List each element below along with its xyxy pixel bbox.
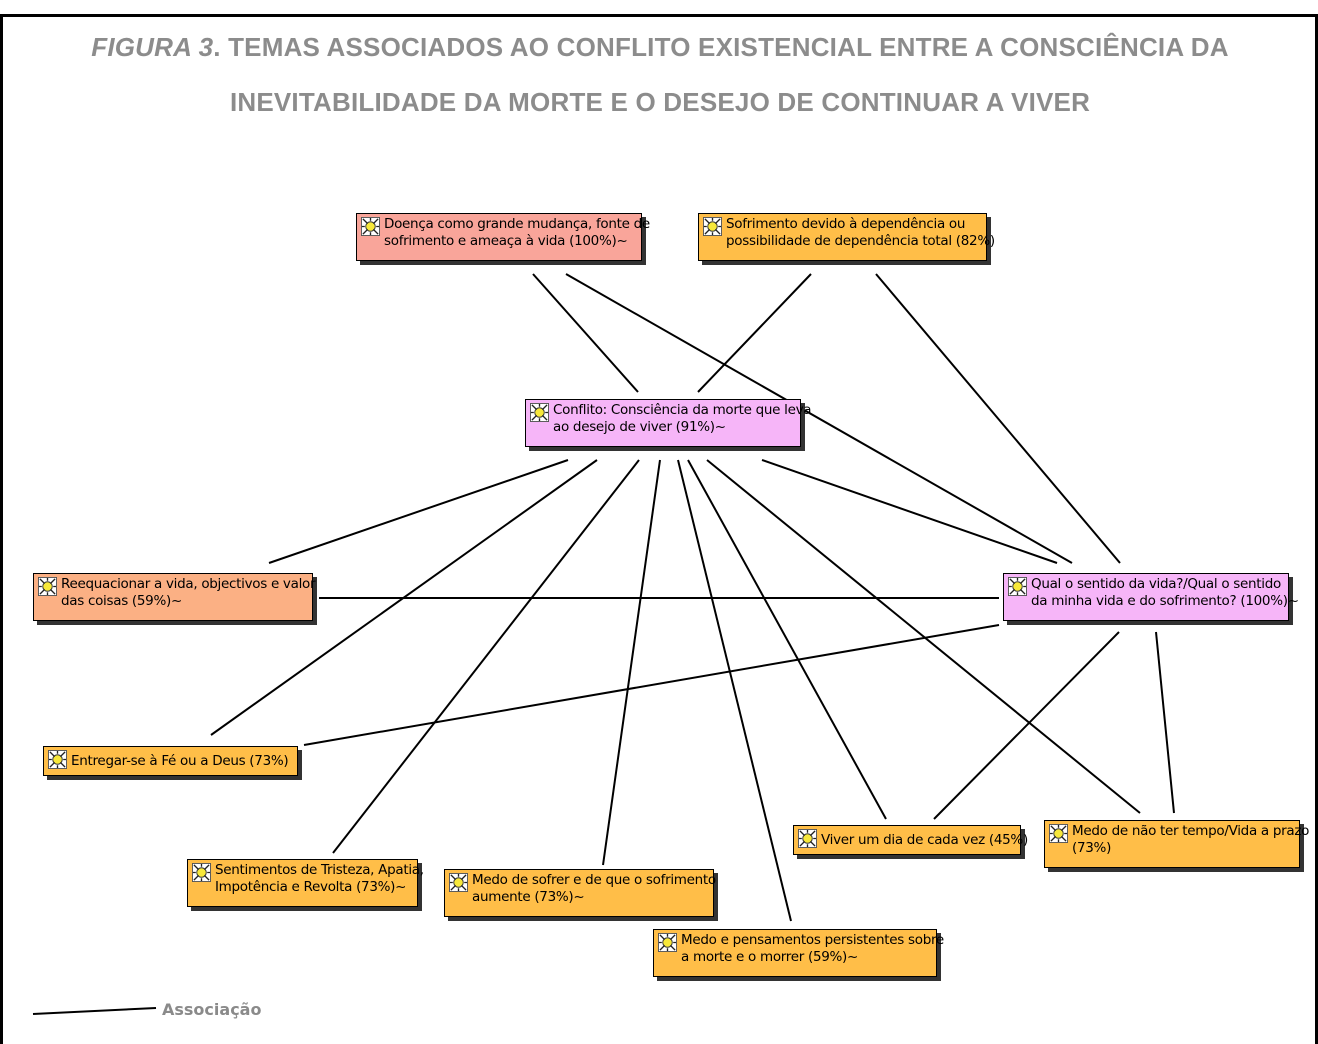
node-sentimentos-line1: Sentimentos de Tristeza, Apatia, [215,862,424,878]
node-medo-tempo-line1: Medo de não ter tempo/Vida a prazo [1072,823,1310,839]
node-sentimentos-line2: Impotência e Revolta (73%)~ [215,879,407,895]
edge-sentido-entregar [303,624,1000,746]
node-sofrimento-line1: Sofrimento devido à dependência ou [726,216,966,232]
node-sentido[interactable]: Qual o sentido da vida?/Qual o sentido d… [1003,573,1299,621]
node-medo-sofrer-line1: Medo de sofrer e de que o sofrimento [472,872,716,888]
network-node-icon [361,217,380,236]
node-reequacionar-line2: das coisas (59%)~ [61,593,182,609]
node-conflito[interactable]: Conflito: Consciência da morte que leva … [525,399,812,447]
node-sofrimento-line2: possibilidade de dependência total (82%) [726,233,995,249]
node-viver-dia[interactable]: Viver um dia de cada vez (45%) [793,825,1028,855]
node-medo-morte[interactable]: Medo e pensamentos persistentes sobre a … [653,929,944,977]
edge-conflito-reequacionar [268,459,569,564]
network-node-icon [798,829,817,848]
edge-conflito-medo-tempo [706,459,1141,814]
figure-title-text: . TEMAS ASSOCIADOS AO CONFLITO EXISTENCI… [213,32,1229,117]
edge-doenca-sentido [565,273,1073,564]
node-conflito-line1: Conflito: Consciência da morte que leva [553,402,812,418]
node-sentimentos[interactable]: Sentimentos de Tristeza, Apatia, Impotên… [187,859,424,907]
node-entregar[interactable]: Entregar-se à Fé ou a Deus (73%) [43,746,298,776]
network-node-icon [703,217,722,236]
figure-title-prefix: FIGURA 3 [91,32,214,62]
node-entregar-line1: Entregar-se à Fé ou a Deus (73%) [71,753,289,769]
edge-conflito-sentido [761,459,1058,564]
edge-conflito-medo-morte [677,459,792,922]
node-conflito-line2: ao desejo de viver (91%)~ [553,419,726,435]
network-node-icon [38,577,57,596]
node-reequacionar-line1: Reequacionar a vida, objectivos e valor [61,576,316,592]
node-medo-tempo[interactable]: Medo de não ter tempo/Vida a prazo (73%) [1044,820,1310,868]
node-sentido-line1: Qual o sentido da vida?/Qual o sentido [1031,576,1281,592]
node-sofrimento[interactable]: Sofrimento devido à dependência ou possi… [698,213,995,261]
node-doenca-line2: sofrimento e ameaça à vida (100%)~ [384,233,628,249]
edge-sofrimento-conflito [697,273,812,393]
node-sentido-line2: da minha vida e do sofrimento? (100%)~ [1031,593,1299,609]
node-reequacionar[interactable]: Reequacionar a vida, objectivos e valor … [33,573,316,621]
edge-sofrimento-sentido [875,273,1121,564]
legend-label: Associação [162,1000,262,1019]
legend-line [32,1007,157,1015]
network-node-icon [1049,824,1068,843]
node-doenca[interactable]: Doença como grande mudança, fonte de sof… [356,213,650,261]
edge-sentido-medo-tempo [1155,631,1175,814]
figure-frame [0,14,1318,1044]
edge-conflito-medo-sofrer [602,459,661,866]
network-node-icon [192,863,211,882]
edge-doenca-conflito [532,273,639,393]
edge-conflito-sentimentos [332,459,640,854]
node-medo-morte-line1: Medo e pensamentos persistentes sobre [681,932,944,948]
node-medo-morte-line2: a morte e o morrer (59%)~ [681,949,859,965]
network-node-icon [449,873,468,892]
node-medo-sofrer[interactable]: Medo de sofrer e de que o sofrimento aum… [444,869,716,917]
network-node-icon [1008,577,1027,596]
network-node-icon [48,750,67,769]
edge-conflito-viver-dia [687,459,887,820]
node-doenca-line1: Doença como grande mudança, fonte de [384,216,650,232]
network-node-icon [658,933,677,952]
node-medo-sofrer-line2: aumente (73%)~ [472,889,585,905]
network-node-icon [530,403,549,422]
edge-sentido-viver-dia [933,631,1120,820]
figure-title: FIGURA 3. TEMAS ASSOCIADOS AO CONFLITO E… [20,20,1300,130]
node-medo-tempo-line2: (73%) [1072,840,1112,856]
node-viver-dia-line1: Viver um dia de cada vez (45%) [821,832,1028,848]
